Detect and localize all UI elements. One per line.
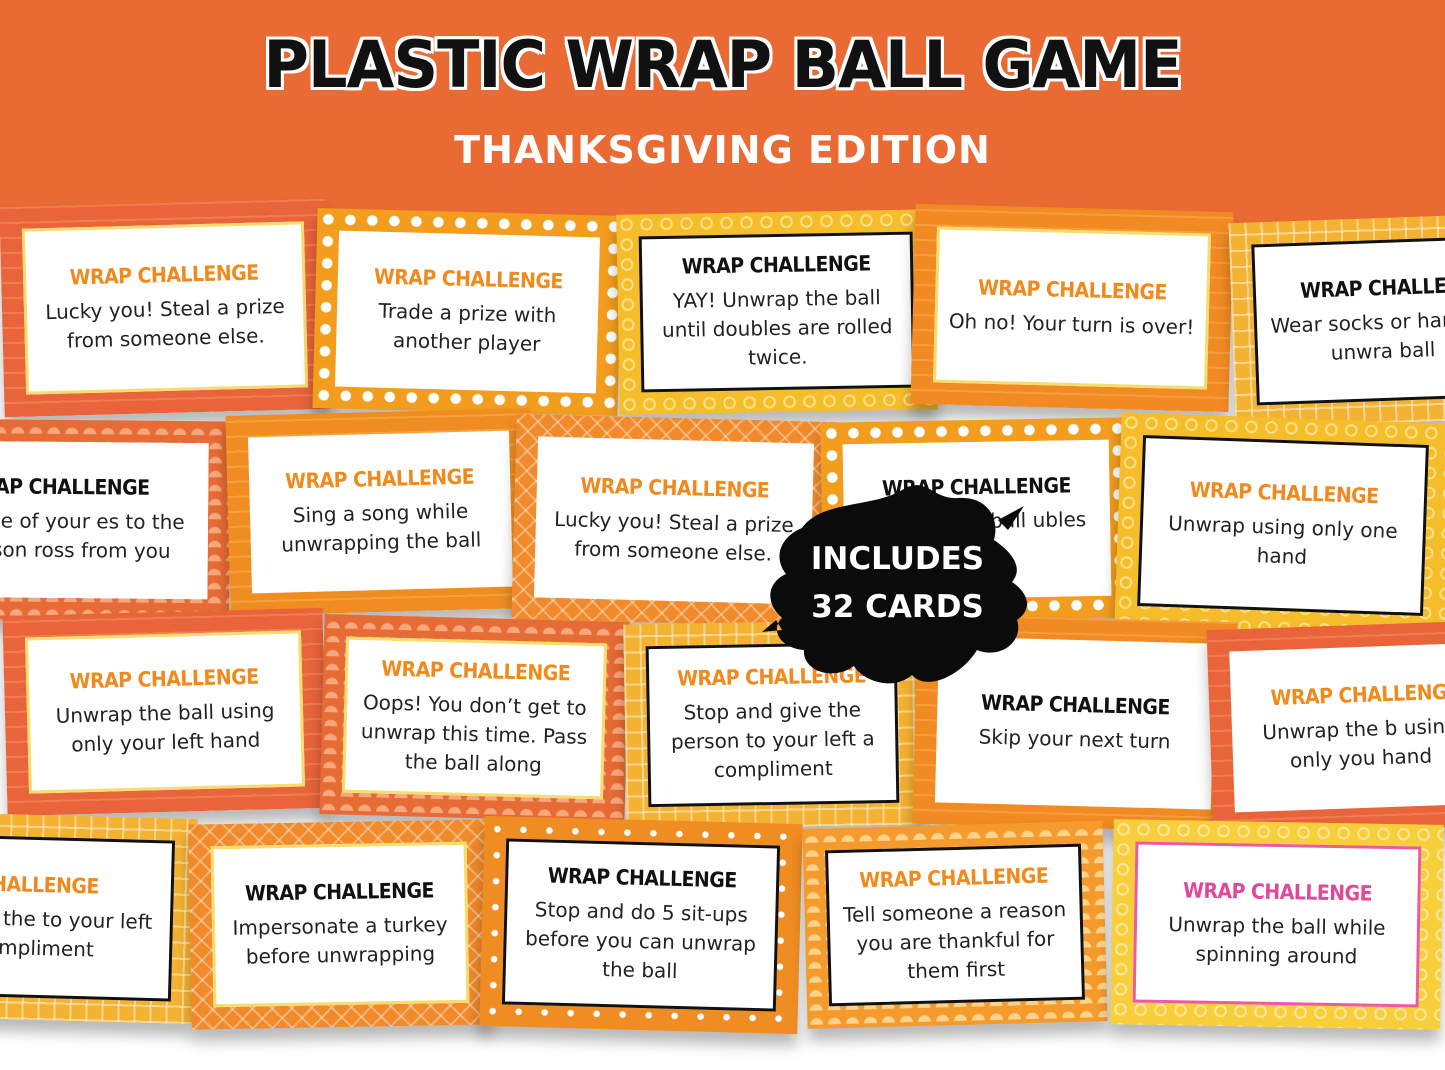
challenge-card: WRAP CHALLENGE Trade a prize with anothe… — [312, 208, 623, 416]
card-text: Stop and give the person to your left a … — [670, 697, 875, 783]
card-text: YAY! Unwrap the ball until doubles are r… — [661, 284, 893, 370]
card-face: RAP CHALLENGE ve one of your es to the p… — [0, 440, 209, 600]
card-face: WRAP CHALLENGE Unwrap the ball using onl… — [25, 630, 305, 794]
card-text: nd give the to your left a mpliment — [0, 903, 153, 961]
card-text: Sing a song while unwrapping the ball — [280, 498, 482, 557]
challenge-card: WRAP CHALLENGE Impersonate a turkey befo… — [188, 819, 492, 1030]
card-face: WRAP CHALLENGE Trade a prize with anothe… — [335, 230, 600, 394]
card-text: Stop and do 5 sit-ups before you can unw… — [524, 896, 757, 983]
card-text: Tell someone a reason you are thankful f… — [842, 896, 1067, 983]
card-text: Oops! You don’t get to unwrap this time.… — [360, 689, 588, 777]
card-text: Lucky you! Steal a prize from someone el… — [44, 293, 286, 353]
challenge-card: WRAP CHALLENGE Oops! You don’t get to un… — [319, 614, 630, 822]
card-title: WRAP CHALLEN — [1299, 272, 1445, 303]
card-face: WRAP CHALLENGE YAY! Unwrap the ball unti… — [638, 231, 916, 393]
page-subtitle: THANKSGIVING EDITION — [454, 128, 991, 172]
challenge-card: WRAP CHALLENGE Tell someone a reason you… — [802, 821, 1108, 1029]
card-text: Skip your next turn — [978, 723, 1171, 754]
card-face: WRAP CHALLEN Wear socks or hand to unwra… — [1251, 235, 1445, 406]
challenge-card: WRAP CHALLENGE Sing a song while unwrapp… — [225, 408, 536, 616]
card-title: WRAP CHALLENGE — [380, 656, 571, 685]
challenge-card: WRAP CHALLENGE Unwrap the ball while spi… — [1110, 819, 1444, 1030]
card-face: WRAP CHALLENGE Oops! You don’t get to un… — [342, 636, 607, 800]
challenge-card: WRAP CHALLENGE Lucky you! Steal a prize … — [0, 198, 331, 418]
challenge-card: WRAP CHALLENG Unwrap the b using only yo… — [1206, 619, 1445, 836]
card-face: WRAP CHALLENGE Sing a song while unwrapp… — [248, 430, 513, 594]
challenge-card: RAP CHALLENGE ve one of your es to the p… — [0, 418, 231, 622]
challenge-card: WRAP CHALLENGE Unwrap the ball using onl… — [2, 607, 328, 817]
card-title: WRAP CHALLENGE — [681, 250, 871, 279]
card-title: WRAP CHALLENGE — [1189, 477, 1379, 508]
header-banner — [0, 0, 1445, 230]
card-text: Oh no! Your turn is over! — [948, 308, 1195, 339]
page-title: PLASTIC WRAP BALL GAME — [263, 26, 1183, 103]
challenge-card: WRAP CHALLENGE Stop and do 5 sit-ups bef… — [479, 815, 803, 1035]
challenge-card: CHALLENGE nd give the to your left a mpl… — [0, 810, 198, 1025]
card-face: WRAP CHALLENGE Lucky you! Steal a prize … — [21, 221, 309, 395]
challenge-card: WRAP CHALLENGE Unwrap using only one han… — [1114, 412, 1445, 639]
card-title: WRAP CHALLENGE — [244, 877, 435, 906]
card-face: WRAP CHALLENGE Impersonate a turkey befo… — [210, 841, 470, 1008]
card-text: Wear socks or hand to unwra ball — [1270, 306, 1445, 365]
card-face: WRAP CHALLENGE Oh no! Your turn is over! — [933, 226, 1211, 390]
card-face: CHALLENGE nd give the to your left a mpl… — [0, 833, 176, 1002]
card-title: WRAP CHALLENGE — [284, 464, 475, 494]
card-text: Trade a prize with another player — [378, 298, 557, 356]
card-face: WRAP CHALLENG Unwrap the b using only yo… — [1229, 642, 1445, 813]
card-title: WRAP CHALLENGE — [547, 863, 737, 892]
card-text: Impersonate a turkey before unwrapping — [232, 911, 448, 969]
card-title: WRAP CHALLENG — [1270, 679, 1445, 710]
card-text: Unwrap the ball while spinning around — [1168, 911, 1386, 968]
badge-line-1: INCLUDES — [810, 541, 985, 577]
card-title: WRAP CHALLENGE — [580, 473, 770, 502]
card-title: WRAP CHALLENGE — [373, 264, 564, 294]
card-face: WRAP CHALLENGE Tell someone a reason you… — [825, 843, 1085, 1007]
badge-line-2: 32 CARDS — [811, 589, 984, 625]
card-title: WRAP CHALLENGE — [1182, 877, 1373, 906]
badge-text: INCLUDES 32 CARDS — [770, 535, 1025, 631]
card-title: WRAP CHALLENGE — [858, 863, 1049, 892]
challenge-card: WRAP CHALLENGE Oh no! Your turn is over! — [910, 203, 1234, 413]
challenge-card: WRAP CHALLEN Wear socks or hand to unwra… — [1228, 212, 1445, 429]
card-title: CHALLENGE — [0, 870, 100, 899]
card-face: WRAP CHALLENGE Unwrap using only one han… — [1137, 435, 1429, 616]
card-text: Unwrap using only one hand — [1167, 510, 1399, 569]
card-title: WRAP CHALLENGE — [977, 275, 1168, 304]
card-title: RAP CHALLENGE — [0, 474, 150, 500]
card-text: ve one of your es to the person ross fro… — [0, 508, 185, 563]
card-face: WRAP CHALLENGE Unwrap the ball while spi… — [1132, 841, 1422, 1008]
card-title: WRAP CHALLENGE — [69, 260, 259, 290]
card-text: Unwrap the ball using only your left han… — [55, 698, 275, 757]
paint-splat-badge — [762, 485, 1028, 684]
card-text: Unwrap the b using only you hand — [1261, 713, 1445, 772]
card-face: WRAP CHALLENGE Stop and do 5 sit-ups bef… — [501, 838, 781, 1012]
card-title: WRAP CHALLENGE — [69, 664, 259, 694]
challenge-card: WRAP CHALLENGE YAY! Unwrap the ball unti… — [616, 209, 938, 415]
